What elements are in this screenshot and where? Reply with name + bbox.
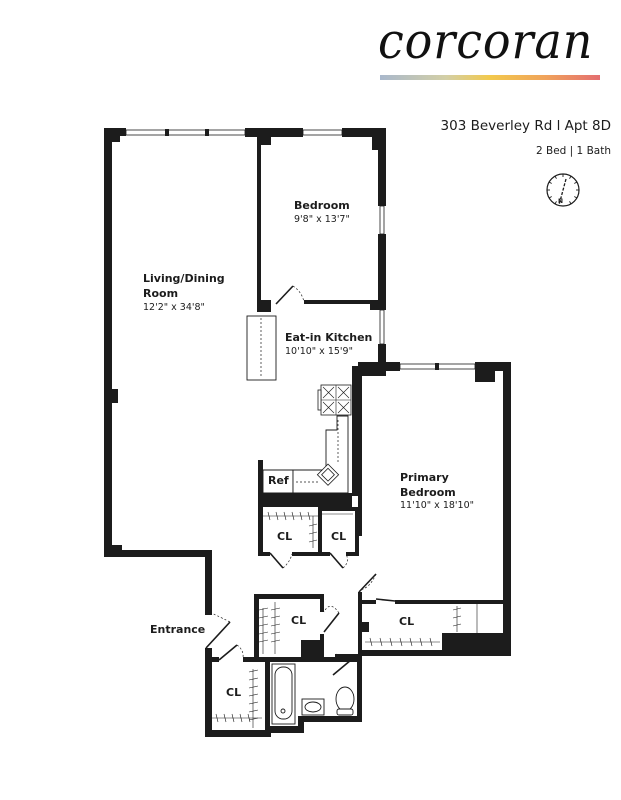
room-label-bedroom: Bedroom [294, 199, 350, 212]
closet-label-5: CL [226, 686, 242, 699]
room-label-living-line2: Room [143, 287, 179, 300]
closet-label-4: CL [399, 615, 415, 628]
room-dim-kitchen: 10'10" x 15'9" [285, 346, 353, 357]
refrigerator-label: Ref [268, 474, 289, 487]
brand-gradient-bar [380, 75, 600, 80]
door-bedroom [275, 285, 294, 305]
kitchen-island [246, 315, 277, 381]
room-label-primary-line1: Primary [400, 471, 449, 484]
listing-address: 303 Beverley Rd l Apt 8D [440, 118, 611, 134]
kitchen-sink-icon [316, 463, 340, 486]
svg-text:N: N [558, 198, 563, 205]
brand-wordmark: corcoran [378, 12, 594, 70]
closet-label-1: CL [277, 530, 293, 543]
room-label-living-line1: Living/Dining [143, 272, 225, 285]
corcoran-logo: corcoran [378, 14, 602, 84]
toilet-icon [335, 686, 355, 712]
room-label-entrance: Entrance [150, 623, 206, 636]
room-dim-primary: 11'10" x 18'10" [400, 500, 474, 511]
room-dim-living: 12'2" x 34'8" [143, 302, 205, 313]
room-dim-bedroom: 9'8" x 13'7" [294, 214, 350, 225]
room-label-primary-line2: Bedroom [400, 486, 456, 499]
stove-icon [317, 384, 352, 416]
wall-living-west [104, 128, 112, 556]
closet-label-3: CL [291, 614, 307, 627]
closet-label-2: CL [331, 530, 347, 543]
room-label-kitchen: Eat-in Kitchen [285, 331, 373, 344]
listing-summary: 2 Bed | 1 Bath [536, 145, 611, 157]
compass-north-icon: N [546, 173, 580, 207]
